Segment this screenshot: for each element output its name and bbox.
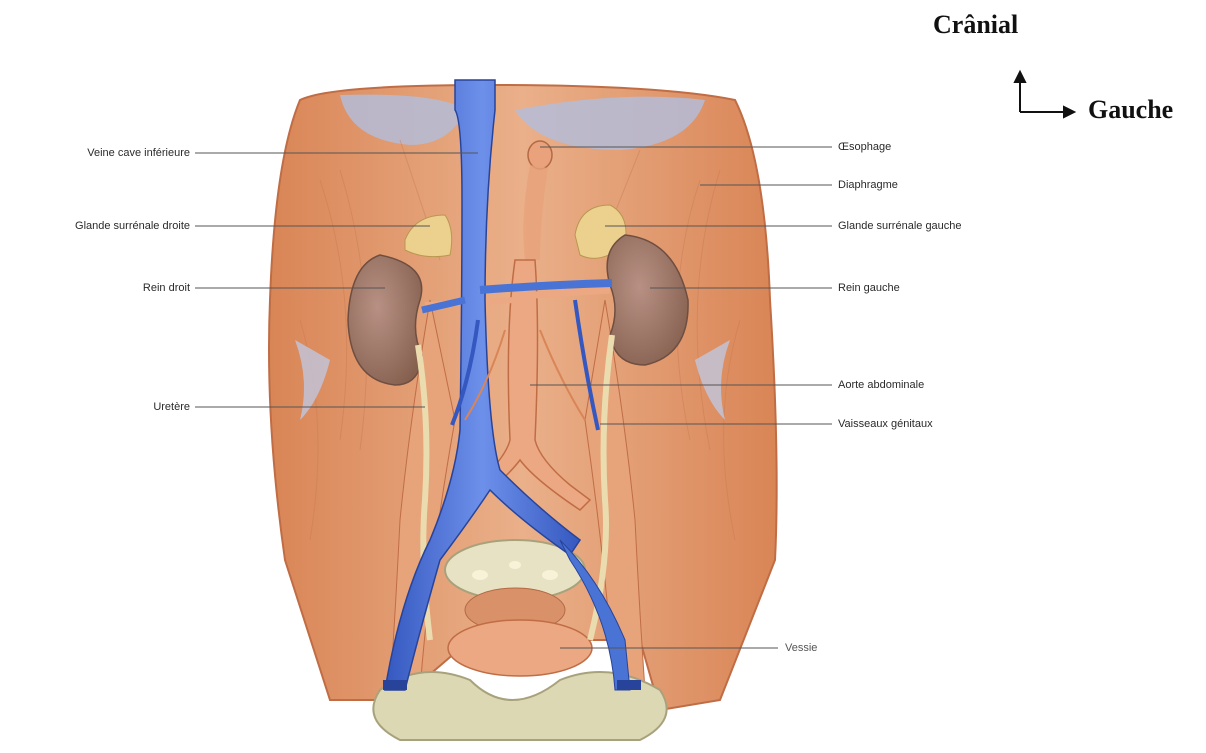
orientation-arrows [1015, 72, 1074, 117]
label-esophagus: Œsophage [838, 140, 891, 154]
sacral-foramen-3 [509, 561, 521, 569]
label-left-adrenal: Glande surrénale gauche [838, 219, 962, 233]
label-gonadal-vessels: Vaisseaux génitaux [838, 417, 933, 431]
vessel-end-right [383, 680, 407, 690]
orientation-cranial-label: Crânial [933, 10, 1018, 40]
label-bladder: Vessie [785, 641, 817, 655]
label-ivc: Veine cave inférieure [0, 146, 190, 160]
label-diaphragm: Diaphragme [838, 178, 898, 192]
label-ureter: Uretère [0, 400, 190, 414]
label-right-kidney: Rein droit [0, 281, 190, 295]
cranial-arrow-head [1015, 72, 1025, 82]
renal-artery-left [535, 290, 610, 295]
sacral-foramen-2 [542, 570, 558, 580]
label-right-adrenal: Glande surrénale droite [0, 219, 190, 233]
esophagus [528, 141, 552, 169]
label-aorta: Aorte abdominale [838, 378, 924, 392]
orientation-left-label: Gauche [1088, 95, 1173, 125]
left-arrow-head [1064, 107, 1074, 117]
label-left-kidney: Rein gauche [838, 281, 900, 295]
vessel-end-left [617, 680, 641, 690]
sacral-foramen-1 [472, 570, 488, 580]
